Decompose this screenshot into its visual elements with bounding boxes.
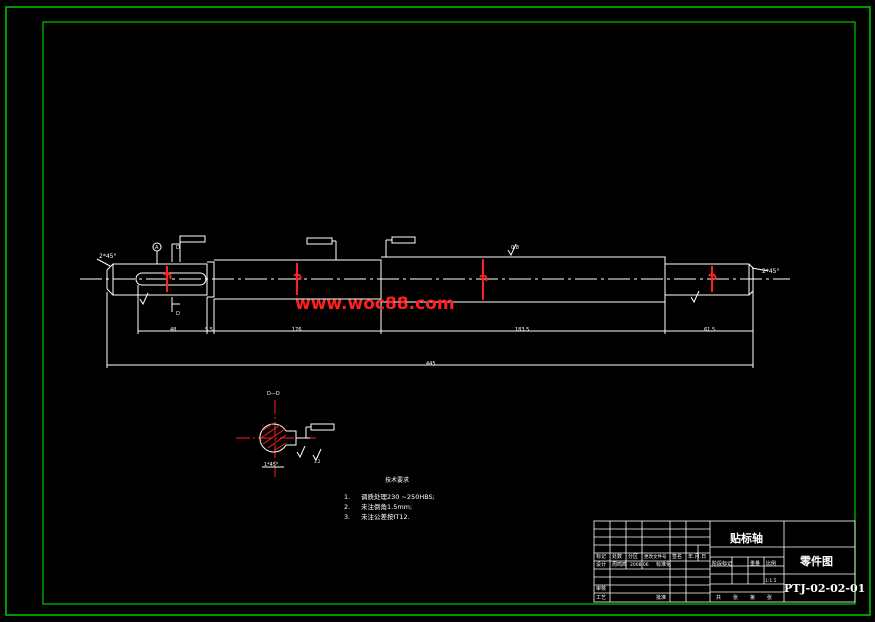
tb-cell: 周鸣鸣 — [612, 561, 627, 568]
tb-header: 签名 — [672, 553, 682, 560]
requirement-text: 未注公差按IT12. — [361, 512, 410, 521]
tb-cell: 重量 — [750, 560, 760, 567]
tb-cell: 2008.06 — [630, 562, 649, 568]
section-label-top: D — [176, 245, 180, 251]
watermark: www.woc88.com — [295, 294, 455, 314]
dim-label-total: 445 — [426, 361, 436, 367]
chamfer-label-right: 2*45° — [762, 268, 779, 275]
red-mark — [163, 266, 172, 292]
dim-label: 61.5 — [704, 327, 715, 333]
tb-header: 处数 — [612, 553, 622, 560]
tb-sheet: 共 — [716, 594, 721, 601]
red-marks — [163, 259, 717, 300]
shaft-segment-3 — [214, 259, 382, 300]
dim-label: 5.5 — [205, 327, 213, 333]
tolerance-frame-1 — [179, 235, 206, 243]
tb-header: 更改文件号 — [644, 553, 667, 560]
tb-sheet: 张 — [733, 594, 738, 601]
dim-label: 183.5 — [515, 327, 529, 333]
section-label-bottom: D — [176, 311, 180, 317]
shaft-segment-1 — [106, 263, 208, 296]
tb-header: 年.月.日 — [688, 553, 706, 560]
red-mark — [708, 266, 717, 292]
tb-cell: 阶段标记 — [712, 560, 732, 567]
requirement-text: 未注倒角1.5mm; — [361, 502, 412, 511]
chamfer-leader-right — [751, 267, 769, 272]
section-view — [236, 400, 335, 477]
requirements-title: 技术要求 — [385, 476, 409, 484]
section-roughness-symbol — [296, 445, 306, 459]
tb-header: 标记 — [596, 553, 606, 560]
tb-cell: 批准 — [656, 594, 666, 601]
section-roughness-symbol — [312, 448, 322, 462]
requirement-text: 调质处理230 ~250HBS; — [361, 492, 435, 501]
title-block — [593, 520, 856, 603]
section-circle — [259, 423, 287, 453]
requirement-number: 2. — [344, 503, 350, 511]
tb-cell: 设计 — [596, 561, 606, 568]
chamfer-label-left: 2*45° — [99, 253, 116, 260]
requirement-number: 3. — [344, 513, 350, 521]
section-chamfer-label: 1*45° — [264, 462, 279, 468]
shaft-segment-2 — [207, 261, 215, 298]
datum-label: A — [155, 245, 159, 251]
shaft-view — [80, 235, 790, 368]
chamfer-leader-left — [96, 258, 111, 267]
roughness-symbol — [507, 243, 517, 257]
tb-cell: 工艺 — [596, 595, 606, 601]
dim-label: 176 — [292, 327, 302, 333]
tb-sheet: 第 — [750, 594, 755, 601]
roughness-symbol — [139, 292, 149, 306]
tb-part-name: 贴标轴 — [729, 531, 763, 545]
inner-frame — [42, 21, 856, 605]
outer-frame — [5, 6, 871, 616]
tb-cell: 标准化 — [656, 561, 671, 568]
roughness-symbol — [690, 290, 700, 304]
tb-cell: 审核 — [596, 585, 606, 592]
title-block-frame — [593, 520, 856, 603]
red-mark — [479, 259, 488, 300]
shaft-segment-5 — [665, 263, 754, 296]
red-mark — [293, 263, 302, 295]
requirement-number: 1. — [344, 493, 350, 501]
dim-label: 48 — [170, 327, 176, 333]
section-hatch — [260, 423, 287, 451]
tb-drawing-no: PTJ-02-02-01 — [784, 582, 865, 595]
tb-drawing-type: 零件图 — [799, 554, 833, 568]
section-roughness-label: 3.2 — [314, 459, 321, 464]
section-tolerance-frame — [310, 423, 335, 431]
tb-scale: 1:1.5 — [765, 578, 777, 584]
section-title: D—D — [267, 391, 280, 397]
tb-sheet: 张 — [767, 594, 772, 601]
roughness-label: 0.8 — [511, 245, 519, 251]
shaft-segment-4 — [381, 256, 666, 303]
tolerance-frame-2 — [306, 237, 333, 245]
tb-header: 分区 — [628, 553, 638, 560]
tb-cell: 比例 — [766, 560, 776, 567]
tolerance-frame-3 — [391, 236, 416, 244]
keyway — [135, 272, 207, 286]
